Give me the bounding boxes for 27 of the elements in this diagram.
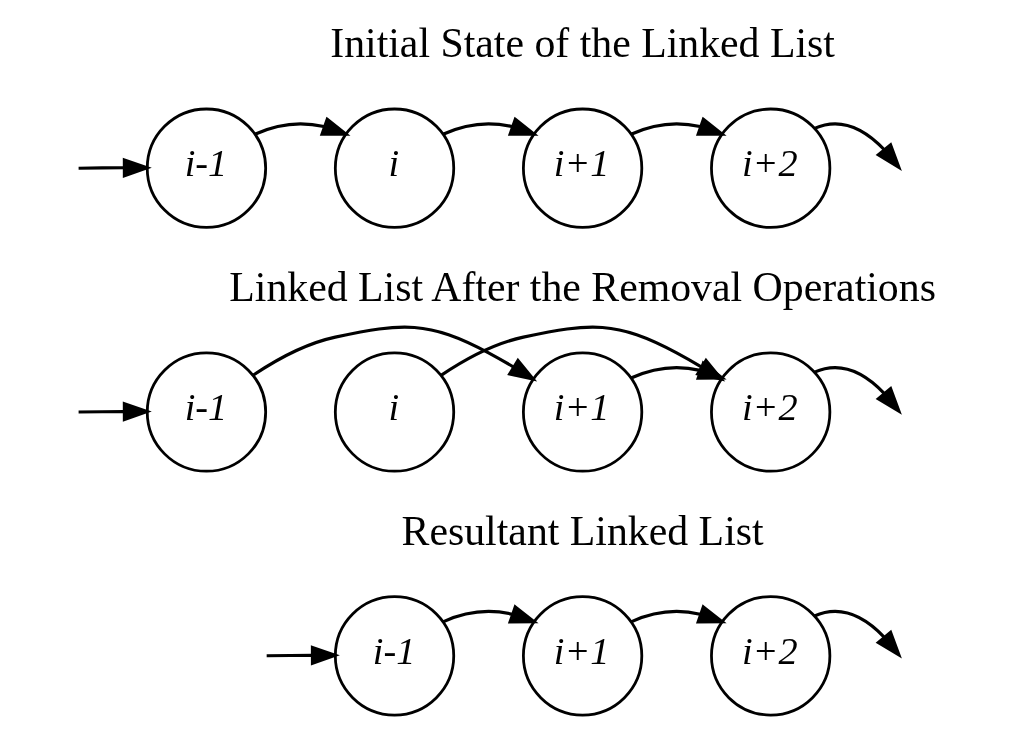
node-circle: i-1 xyxy=(145,351,267,473)
arrow xyxy=(78,401,152,422)
label: Linked List After the Removal Operations xyxy=(228,263,936,310)
arrow xyxy=(253,116,350,136)
node-circle: i+2 xyxy=(709,107,831,229)
arrow xyxy=(441,116,539,136)
label: Resultant Linked List xyxy=(401,507,764,554)
arrow xyxy=(813,122,902,171)
node-circle: i+1 xyxy=(521,107,643,229)
node-circle: i-1 xyxy=(145,107,267,229)
arrow xyxy=(629,116,727,136)
arrow xyxy=(251,325,537,382)
label: Initial State of the Linked List xyxy=(329,20,835,67)
arrow xyxy=(629,360,727,380)
node-circle: i+2 xyxy=(709,595,831,717)
arrow xyxy=(813,609,902,659)
node-circle: i xyxy=(333,107,455,229)
arrow xyxy=(78,157,152,178)
arrow xyxy=(441,604,539,624)
node-circle: i+1 xyxy=(521,351,643,473)
node-circle: i+1 xyxy=(521,595,643,717)
node-circle: i+2 xyxy=(709,351,831,473)
node-circle: i-1 xyxy=(333,595,455,717)
arrow xyxy=(813,366,902,415)
arrow xyxy=(629,604,727,624)
arrow xyxy=(266,645,340,666)
node-circle: i xyxy=(333,351,455,473)
